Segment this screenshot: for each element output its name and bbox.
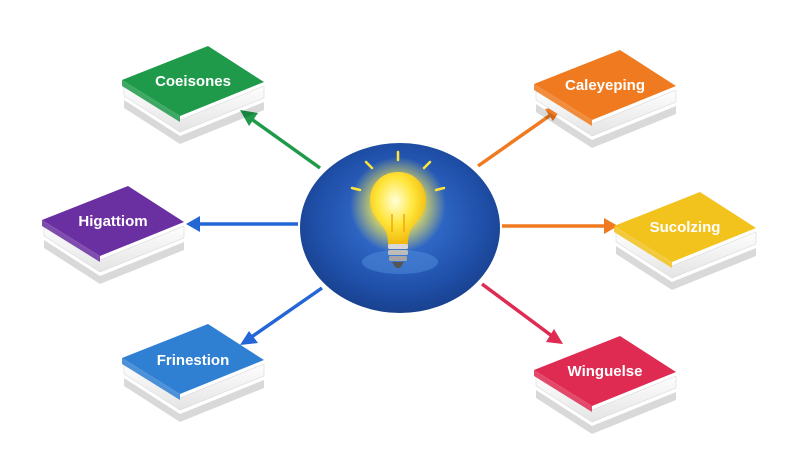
book-bottom-left[interactable]: Frinestion xyxy=(122,324,265,422)
arrowhead-bottom-left xyxy=(240,331,258,345)
book-bottom-right[interactable]: Winguelse xyxy=(534,336,677,434)
arrows-layer xyxy=(186,106,618,345)
arrowhead-top-left xyxy=(240,110,258,126)
lightbulb-icon xyxy=(350,150,446,268)
books-layer: Coeisones Higattiom Frinestion xyxy=(42,46,757,434)
arrow-to-top-left-book xyxy=(248,116,322,170)
book-icon xyxy=(536,390,676,434)
book-middle-right[interactable]: Sucolzing xyxy=(614,192,757,290)
book-icon xyxy=(124,100,264,144)
book-top-right[interactable]: Caleyeping xyxy=(534,50,677,148)
arrow-to-top-right-book xyxy=(476,112,554,168)
book-label-middle-left: Higattiom xyxy=(78,213,147,230)
arrow-to-bottom-right-book xyxy=(480,282,554,338)
book-icon xyxy=(536,104,676,148)
book-label-bottom-left: Frinestion xyxy=(157,352,230,369)
arrowhead-middle-left xyxy=(186,216,200,232)
arrow-to-bottom-left-book xyxy=(249,286,323,340)
book-label-top-left: Coeisones xyxy=(155,73,231,90)
book-icon xyxy=(124,378,264,422)
book-label-top-right: Caleyeping xyxy=(565,77,645,94)
book-top-left[interactable]: Coeisones xyxy=(122,46,265,144)
book-label-bottom-right: Winguelse xyxy=(568,363,643,380)
book-icon xyxy=(616,246,756,290)
book-label-middle-right: Sucolzing xyxy=(650,219,721,236)
arrowhead-bottom-right xyxy=(546,329,563,344)
central-idea-node xyxy=(300,143,500,313)
arrowhead-middle-right xyxy=(604,218,618,234)
book-icon xyxy=(44,240,184,284)
book-middle-left[interactable]: Higattiom xyxy=(42,186,185,284)
